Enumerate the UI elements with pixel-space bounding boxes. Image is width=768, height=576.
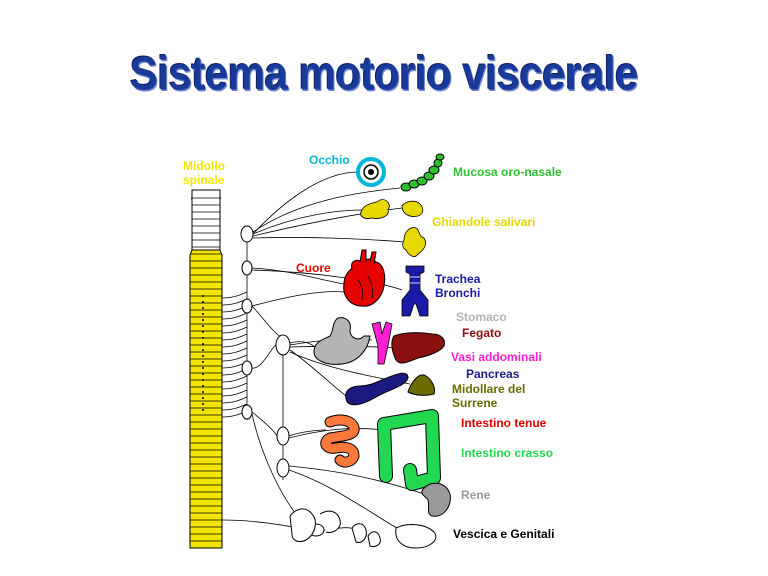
pancreas-illustration	[345, 372, 409, 406]
adrenal-medulla-illustration	[407, 374, 435, 396]
stomach-illustration	[313, 317, 371, 365]
adrenal-medulla-label: Midollare del Surrene	[452, 382, 525, 410]
liver-illustration	[391, 332, 445, 364]
trachea-label-line1: Trachea	[435, 272, 481, 286]
spinal-cord-illustration	[189, 189, 223, 549]
trachea-bronchi-label: Trachea Bronchi	[435, 272, 480, 300]
bladder-genitals-label: Vescica e Genitali	[453, 527, 555, 541]
abdominal-vessels-label: Vasi addominali	[451, 350, 542, 364]
eye-label: Occhio	[309, 153, 350, 167]
liver-label: Fegato	[462, 326, 502, 340]
eye-illustration	[356, 157, 386, 187]
page-title: Sistema motorio viscerale	[129, 47, 639, 100]
small-intestine-label: Intestino tenue	[461, 416, 547, 430]
oral-nasal-mucosa-label: Mucosa oro-nasale	[453, 165, 562, 179]
adrenal-label-line1: Midollare del	[452, 382, 526, 396]
kidney-illustration	[421, 482, 451, 517]
heart-label: Cuore	[296, 261, 331, 275]
stomach-label: Stomaco	[456, 310, 507, 324]
spinal-cord-label: Midollo spinale	[183, 159, 225, 187]
ganglia	[240, 225, 325, 537]
heart-illustration	[343, 249, 386, 307]
small-intestine-illustration	[320, 414, 360, 468]
trachea-label-line2: Bronchi	[435, 286, 481, 300]
oral-nasal-mucosa-illustration	[400, 153, 445, 192]
kidney-label: Rene	[461, 488, 491, 502]
salivary-glands-illustration	[360, 199, 426, 257]
spinal-cord-label-line2: spinale	[183, 173, 225, 187]
pancreas-label: Pancreas	[466, 367, 520, 381]
trachea-bronchi-illustration	[401, 265, 429, 317]
large-intestine-label: Intestino crasso	[461, 446, 554, 460]
abdominal-vessels-illustration	[371, 321, 393, 365]
adrenal-label-line2: Surrene	[452, 396, 498, 410]
large-intestine-illustration	[377, 409, 441, 491]
bladder-genitals-illustration	[289, 508, 437, 549]
spinal-cord-label-line1: Midollo	[183, 159, 225, 173]
salivary-glands-label: Ghiandole salivari	[432, 215, 536, 229]
